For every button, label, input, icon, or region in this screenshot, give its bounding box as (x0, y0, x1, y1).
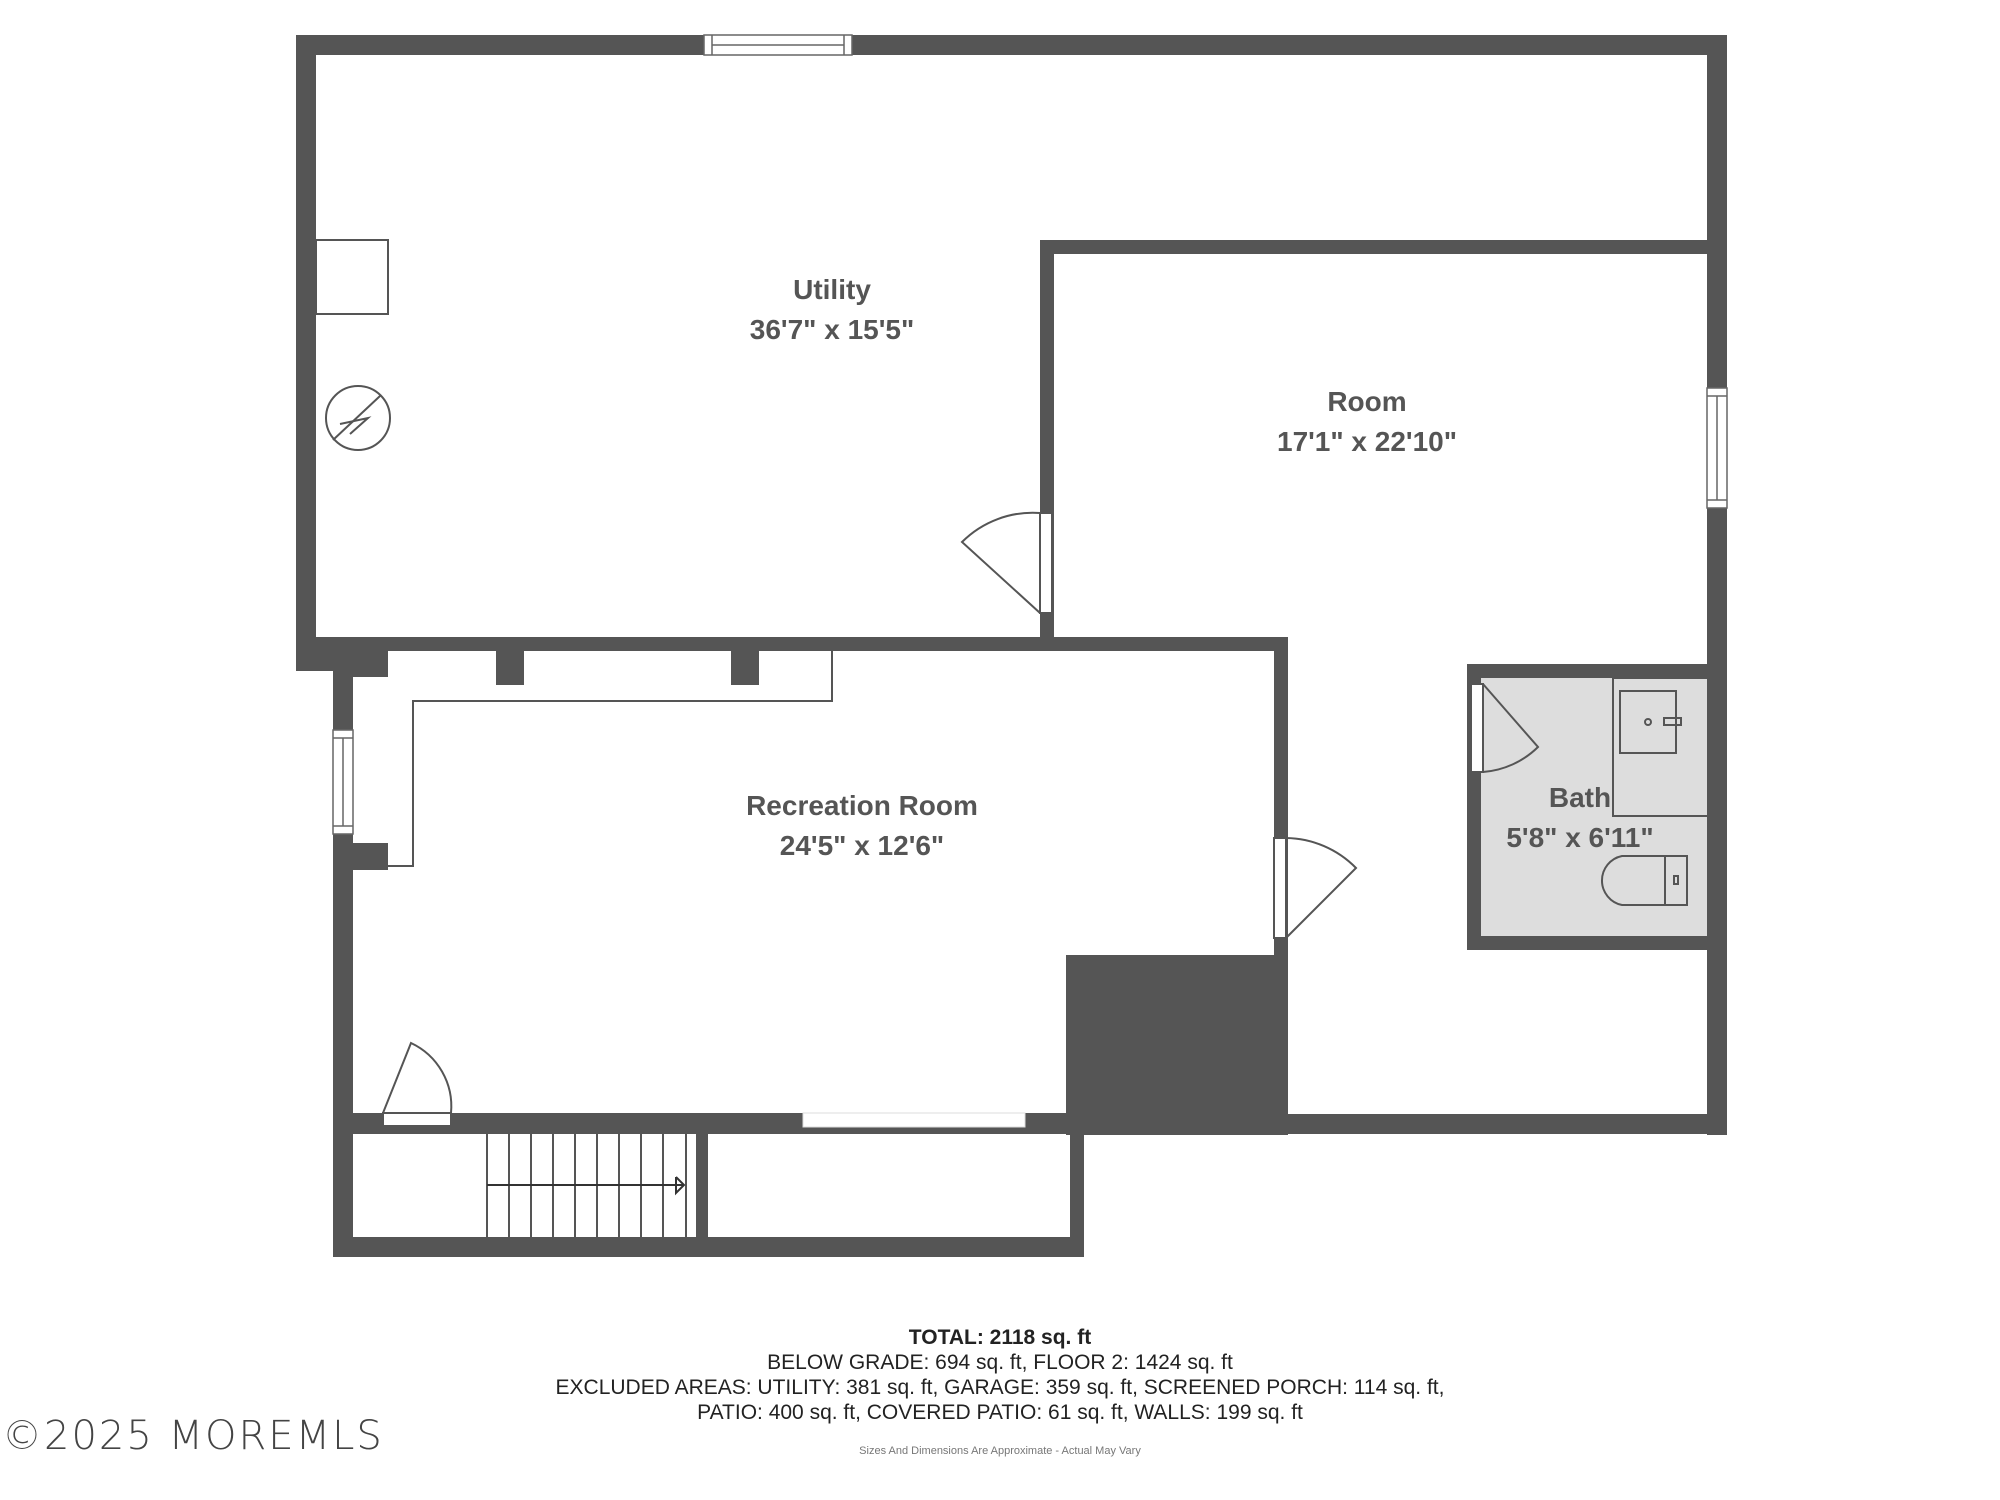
disclaimer-note: Sizes And Dimensions Are Approximate - A… (859, 1445, 1141, 1457)
window-room-right (1706, 387, 1728, 509)
window-utility-top (703, 34, 853, 56)
room-name: Bath (1548, 782, 1612, 813)
wall-top (296, 35, 1726, 55)
room-dims: 5'8" x 6'11" (1506, 822, 1654, 853)
opening-rec-bottom (802, 1112, 1026, 1128)
room-label-room: Room 17'1" x 22'10" (1277, 382, 1457, 462)
wall-room-top (1040, 240, 1727, 254)
shower-icon (1612, 677, 1714, 817)
wall-rec-pier-1 (333, 651, 388, 677)
wall-rec-pier-2 (333, 843, 388, 870)
room-label-recreation: Recreation Room 24'5" x 12'6" (746, 786, 978, 866)
wall-column-2 (731, 651, 759, 685)
wall-chimney-block (1066, 955, 1288, 1135)
wall-right (1707, 35, 1727, 1135)
toilet-icon (1601, 855, 1688, 906)
summary-line-2: EXCLUDED AREAS: UTILITY: 381 sq. ft, GAR… (555, 1376, 1445, 1399)
room-label-utility: Utility 36'7" x 15'5" (750, 270, 914, 350)
summary-line-3: PATIO: 400 sq. ft, COVERED PATIO: 61 sq.… (697, 1401, 1303, 1424)
door-bath (1470, 683, 1540, 773)
wall-column-1 (496, 651, 524, 685)
room-label-bath: Bath 5'8" x 6'11" (1506, 778, 1653, 858)
water-heater-icon (325, 385, 391, 451)
door-utility-room (960, 511, 1053, 614)
wall-utility-bottom (296, 637, 1288, 651)
area-summary: TOTAL: 2118 sq. ft BELOW GRADE: 694 sq. … (0, 1325, 2000, 1464)
utility-box-fixture (315, 239, 389, 315)
wall-lower-right (1070, 1113, 1084, 1257)
room-name: Room (1327, 386, 1407, 417)
room-dims: 17'1" x 22'10" (1276, 426, 1458, 457)
room-name: Recreation Room (746, 790, 978, 821)
summary-line-1: BELOW GRADE: 694 sq. ft, FLOOR 2: 1424 s… (767, 1351, 1233, 1374)
door-rec-room-right (1273, 837, 1358, 939)
wall-stair-divider (696, 1134, 708, 1257)
room-dims: 24'5" x 12'6" (779, 830, 945, 861)
door-rec-room-bottom (382, 1041, 453, 1127)
rec-soffit-outline (388, 651, 833, 867)
room-name: Utility (793, 274, 871, 305)
room-dims: 36'7" x 15'5" (749, 314, 915, 345)
total-area: TOTAL: 2118 sq. ft (908, 1326, 1092, 1349)
wall-room-bottom (1274, 1114, 1727, 1134)
wall-bath-top (1467, 664, 1727, 678)
copyright-watermark: ©2025 MOREMLS (2, 1413, 384, 1459)
window-rec-left (332, 729, 354, 835)
wall-bath-bottom (1467, 936, 1727, 950)
wall-left-utility (296, 35, 316, 657)
stairs-icon (486, 1134, 687, 1237)
